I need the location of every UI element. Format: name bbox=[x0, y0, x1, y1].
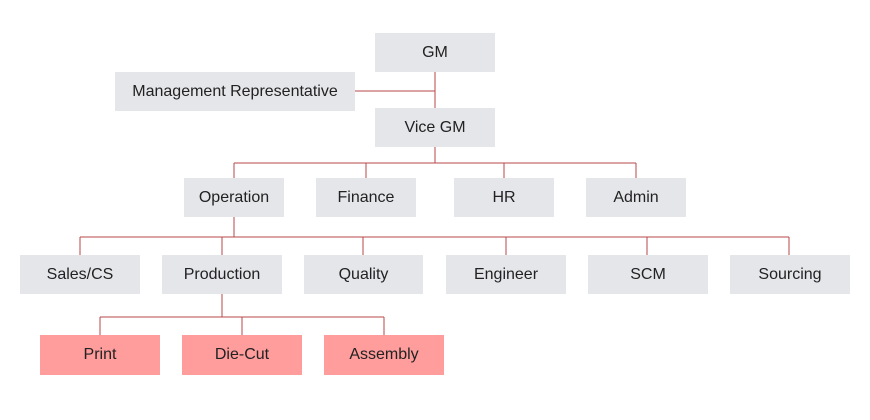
node-vice-gm: Vice GM bbox=[375, 108, 495, 147]
node-quality: Quality bbox=[304, 255, 423, 294]
node-operation: Operation bbox=[184, 178, 284, 217]
node-die-cut: Die-Cut bbox=[182, 335, 302, 375]
node-admin: Admin bbox=[586, 178, 686, 217]
node-gm: GM bbox=[375, 33, 495, 72]
node-hr: HR bbox=[454, 178, 554, 217]
node-assembly: Assembly bbox=[324, 335, 444, 375]
connector-group bbox=[79, 72, 790, 335]
node-management-representative: Management Representative bbox=[115, 72, 355, 111]
node-scm: SCM bbox=[588, 255, 708, 294]
node-sales-cs: Sales/CS bbox=[20, 255, 140, 294]
node-print: Print bbox=[40, 335, 160, 375]
node-production: Production bbox=[162, 255, 282, 294]
node-engineer: Engineer bbox=[446, 255, 566, 294]
node-finance: Finance bbox=[316, 178, 416, 217]
node-sourcing: Sourcing bbox=[730, 255, 850, 294]
